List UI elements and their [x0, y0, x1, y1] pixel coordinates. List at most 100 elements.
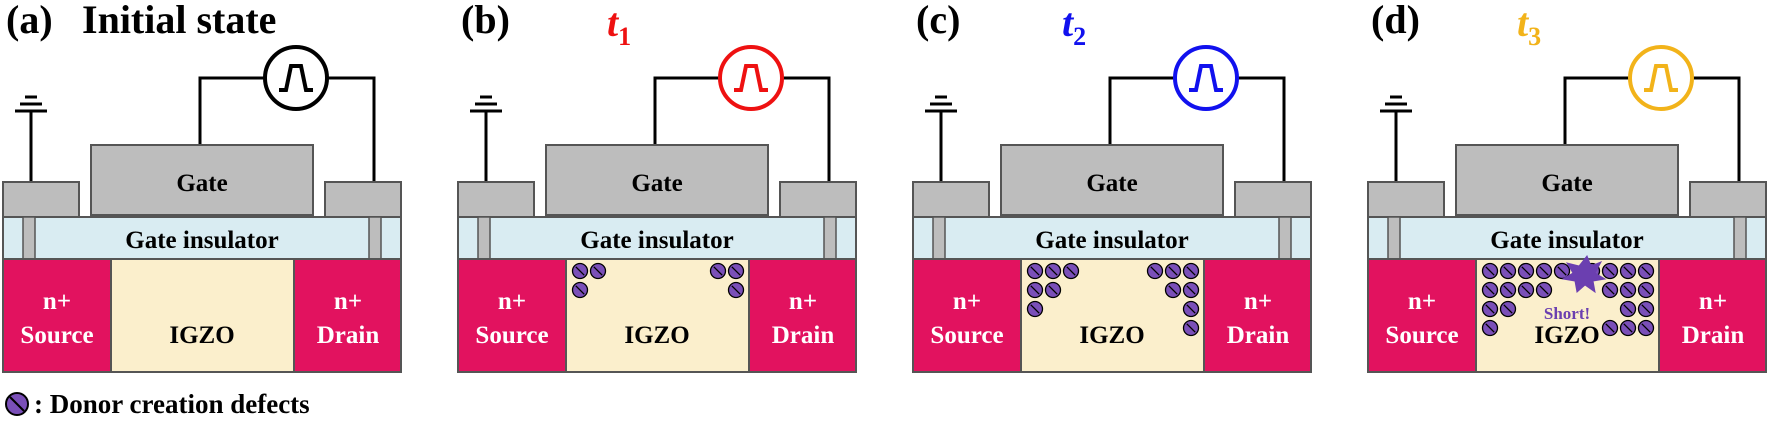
gate-label: Gate [1541, 170, 1592, 197]
panel-title-time: t3 [1517, 0, 1541, 51]
gate-insulator-label: Gate insulator [1490, 227, 1643, 254]
defect-marker [571, 262, 589, 280]
igzo-label: IGZO [1534, 322, 1599, 349]
panel-label: (a) [6, 0, 53, 42]
defect-slash [1641, 304, 1651, 314]
source-label: Source [475, 322, 548, 349]
drain-wire [1692, 76, 1741, 182]
defect-marker [1535, 281, 1553, 299]
gate-insulator-label: Gate insulator [125, 227, 278, 254]
defect-slash [1150, 266, 1160, 276]
defect-marker [1619, 300, 1637, 318]
gate-label: Gate [631, 170, 682, 197]
defect-slash [1030, 285, 1040, 295]
panel-title: Initial state [82, 0, 276, 42]
gate-insulator-label: Gate insulator [580, 227, 733, 254]
defect-marker [1619, 281, 1637, 299]
drain-doping-label: n+ [789, 288, 817, 315]
defect-marker [1637, 319, 1655, 337]
time-subscript: 1 [618, 22, 631, 51]
pulse-waveform-icon [1189, 64, 1223, 92]
defect-slash [1186, 266, 1196, 276]
defect-marker [1637, 262, 1655, 280]
defect-marker [1637, 281, 1655, 299]
defect-slash [1485, 285, 1495, 295]
defect-slash [1485, 304, 1495, 314]
igzo-label: IGZO [1079, 322, 1144, 349]
source-via [932, 216, 946, 260]
igzo-label: IGZO [624, 322, 689, 349]
defect-marker [1026, 262, 1044, 280]
defect-slash [1623, 304, 1633, 314]
defect-marker [727, 262, 745, 280]
pulse-meter-icon [1173, 45, 1239, 111]
defect-marker [1182, 281, 1200, 299]
drain-doping-label: n+ [334, 288, 362, 315]
drain-via [823, 216, 837, 260]
defect-marker [571, 281, 589, 299]
defect-slash [1605, 323, 1615, 333]
source-via [22, 216, 36, 260]
defect-slash [1168, 285, 1178, 295]
legend: : Donor creation defects [5, 389, 310, 419]
legend-label: : Donor creation defects [34, 389, 310, 419]
drain-contact [779, 181, 857, 218]
defect-marker [1182, 262, 1200, 280]
defect-slash [575, 266, 585, 276]
defect-slash [1168, 266, 1178, 276]
n-plus-source [2, 258, 112, 373]
defect-marker [1182, 319, 1200, 337]
source-contact [2, 181, 80, 218]
defect-slash [1503, 304, 1513, 314]
gate-electrode [1000, 144, 1224, 216]
gate-wire [1108, 76, 1175, 148]
time-symbol: t [1517, 0, 1530, 45]
defect-marker [1481, 300, 1499, 318]
pulse-meter-icon [1628, 45, 1694, 111]
legend-defect-slash [9, 396, 25, 412]
source-via [1387, 216, 1401, 260]
defect-marker [1601, 319, 1619, 337]
gate-electrode [90, 144, 314, 216]
n-plus-source [912, 258, 1022, 373]
defect-slash [1605, 266, 1615, 276]
panel-title-time: t2 [1062, 0, 1086, 51]
time-subscript: 2 [1073, 22, 1086, 51]
pulse-waveform-icon [1644, 64, 1678, 92]
pulse-meter-icon [263, 45, 329, 111]
source-label: Source [20, 322, 93, 349]
drain-label: Drain [1227, 322, 1290, 349]
defect-marker [589, 262, 607, 280]
defect-slash [1186, 323, 1196, 333]
source-label: Source [930, 322, 1003, 349]
defect-slash [1186, 285, 1196, 295]
source-via [477, 216, 491, 260]
time-symbol: t [607, 0, 620, 45]
defect-marker [1499, 262, 1517, 280]
source-contact [912, 181, 990, 218]
source-contact [1367, 181, 1445, 218]
defect-marker [727, 281, 745, 299]
defect-marker [1182, 300, 1200, 318]
defect-marker [1553, 262, 1571, 280]
defect-marker [1499, 300, 1517, 318]
defect-slash [1030, 304, 1040, 314]
defect-slash [1485, 266, 1495, 276]
defect-marker [1044, 281, 1062, 299]
short-burst-icon [1561, 255, 1607, 294]
defect-slash [731, 285, 741, 295]
defect-slash [1521, 266, 1531, 276]
drain-label: Drain [317, 322, 380, 349]
defect-slash [1030, 266, 1040, 276]
pulse-meter-icon [718, 45, 784, 111]
gate-wire [198, 76, 265, 148]
defect-marker [1481, 262, 1499, 280]
gate-wire [1563, 76, 1630, 148]
defect-slash [1048, 266, 1058, 276]
n-plus-drain [1203, 258, 1312, 373]
short-label: Short! [1544, 304, 1590, 323]
pulse-waveform-icon [734, 64, 768, 92]
drain-via [1278, 216, 1292, 260]
